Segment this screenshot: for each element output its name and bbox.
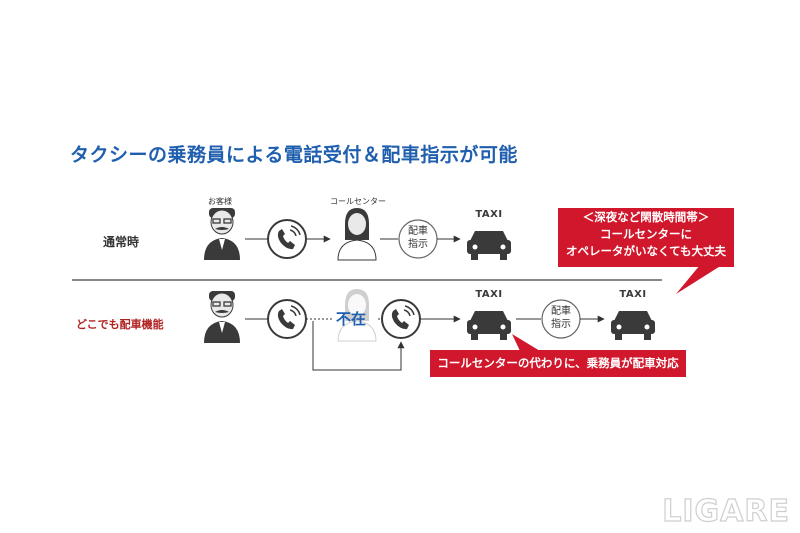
absent-label: 不在 [336,310,367,328]
phone-icon [267,219,307,259]
phone-icon [267,299,307,339]
absent-operator-icon [337,289,377,342]
driver-dispatch-callout: コールセンターの代わりに、乗務員が配車対応 [430,350,686,377]
callout-tail [676,265,722,294]
page-title: タクシーの乗務員による電話受付＆配車指示が可能 [70,144,518,166]
row-label-anywhere: どこでも配車機能 [76,318,164,331]
call-center-label: コールセンター [330,197,386,206]
dispatch-instruction-text: 配車 指示 [551,306,571,330]
ligare-watermark: LIGARE [662,493,790,529]
taxi-icon [467,311,511,340]
taxi-icon [611,311,655,340]
divider [72,279,662,281]
callout-line: オペレータがいなくても大丈夫 [565,244,727,258]
callout-line: ＜深夜など閑散時間帯＞ [582,210,710,224]
customer-person-icon [204,208,240,260]
customer-label: お客様 [208,197,232,206]
operator-person-icon [337,208,377,261]
taxi-label: TAXI [619,289,647,300]
callout-line: コールセンターに [600,227,692,241]
taxi-label: TAXI [475,209,503,220]
night-time-callout: ＜深夜など閑散時間帯＞ コールセンターに オペレータがいなくても大丈夫 [558,208,734,267]
customer-person-icon [204,291,240,343]
taxi-icon [467,231,511,260]
callout-tail [512,334,540,351]
bypass-arrow [312,321,405,371]
dispatch-instruction-text: 配車 指示 [408,226,428,250]
taxi-label: TAXI [475,289,503,300]
phone-icon [381,299,421,339]
row-label-normal: 通常時 [103,235,140,249]
